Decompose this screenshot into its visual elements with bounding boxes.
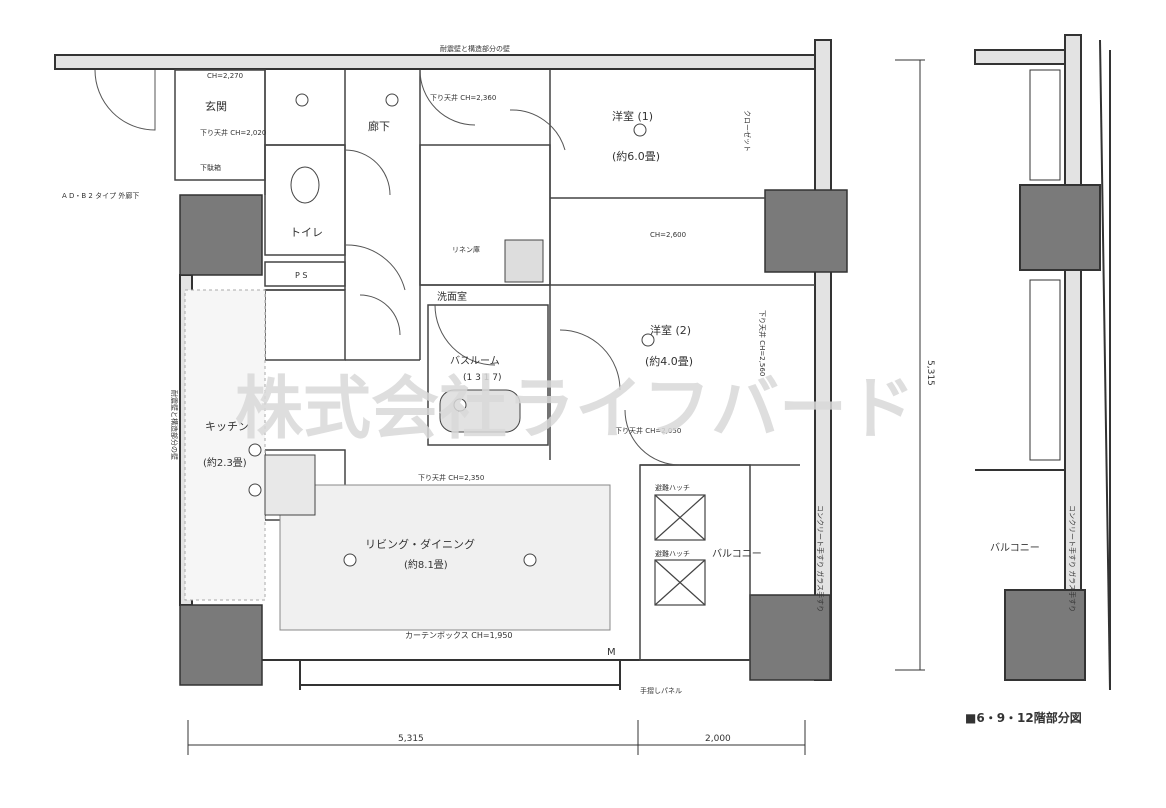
bathroom-label: バスルーム [450,355,500,367]
closet-label: クローゼット [743,110,752,152]
kitchen-label: キッチン [205,420,249,433]
partial-plan [974,34,1111,691]
balcony-label: バルコニー [712,548,762,560]
shoe-box-label: 下駄箱 [200,163,221,172]
ps-label: P S [295,271,307,280]
toilet-bowl [290,166,320,204]
meter-label: M [607,647,616,658]
western2-label: 洋室 (2) [650,323,691,337]
bathroom-size: (1 3 1 7) [463,373,502,383]
railing-label: コンクリート手すり ガラス手すり [816,505,825,612]
top-wall-label: 耐震壁と構造部分の壁 [440,44,510,53]
hatch1-label: 避難ハッチ [655,483,690,492]
wash-basin [504,239,544,283]
western1-label: 洋室 (1) [612,109,653,123]
linen-label: リネン庫 [452,245,480,254]
western1-size: (約6.0畳) [612,149,660,163]
hatch2-label: 避難ハッチ [655,549,690,558]
entrance-lowered: 下り天井 CH=2,020 [200,128,266,137]
watermark: 株式会社ライフバード [235,370,915,449]
kitchen-sink [264,454,316,516]
width-balcony-dimension: 2,000 [705,734,731,744]
door-swings [94,69,681,466]
washroom-label: 洗面室 [437,290,467,303]
corridor-label: 廊下 [368,119,390,133]
railing-partial-label: コンクリート手すり ガラス手すり [1068,505,1077,612]
living-floor [279,484,611,631]
entrance-label: 玄関 [205,99,227,113]
living-lowered: 下り天井 CH=2,350 [418,473,484,482]
curtain-box-label: カーテンボックス CH=1,950 [405,631,513,640]
toilet-label: トイレ [290,226,323,239]
ad-type-label: A D・B 2 タイプ 外廊下 [62,191,139,200]
living-label: リビング・ダイニング [365,537,475,551]
balcony-partial-label: バルコニー [990,542,1040,554]
living-size: (約8.1畳) [404,558,448,571]
bottom-panel-label: 手摺しパネル [640,686,682,695]
entrance-ch: CH=2,270 [207,72,243,80]
left-wall-label: 耐震壁と構造部分の壁 [170,390,179,460]
light-fixtures [248,93,655,567]
western2-size: (約4.0畳) [645,354,693,368]
interior-walls [174,69,815,661]
width-main-dimension: 5,315 [398,734,424,744]
corridor-lowered: 下り天井 CH=2,360 [430,93,496,102]
western1-ch: CH=2,600 [650,231,686,239]
kitchen-size: (約2.3畳) [203,456,247,469]
dimension-lines [187,59,925,755]
height-dimension: 5,315 [925,360,935,386]
wic-label: 下り天井 CH=2,560 [758,310,767,376]
partial-plan-note: ■6・9・12階部分図 [965,710,1082,725]
western2-lowered: 下り天井 CH=2,050 [615,426,681,435]
escape-hatches [654,494,706,606]
structural-columns [179,189,848,686]
